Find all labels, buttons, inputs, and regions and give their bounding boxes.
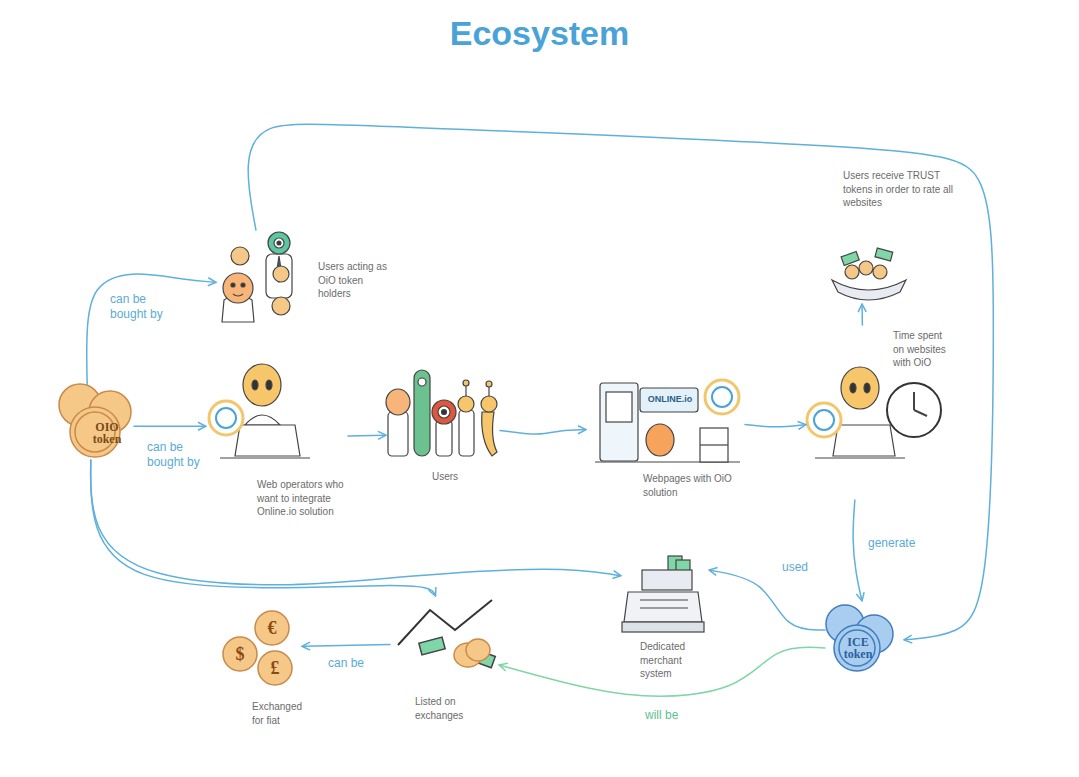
currency-symbol: £ bbox=[265, 658, 285, 678]
screen-logo: ONLINE.io bbox=[644, 394, 696, 404]
users-node: Users bbox=[385, 368, 500, 488]
currency-symbol: € bbox=[262, 618, 282, 638]
flow-arrow bbox=[745, 424, 805, 426]
trust-node: Users receive TRUST tokens in order to r… bbox=[820, 165, 965, 305]
edge-label: generate bbox=[866, 536, 917, 551]
flow-arrow bbox=[134, 425, 205, 427]
webpages-node: Webpages with OiO solution bbox=[585, 375, 745, 505]
node-caption: Listed on exchanges bbox=[415, 695, 495, 722]
node-caption: Users acting as OiO token holders bbox=[318, 260, 390, 301]
token-node: OIO token bbox=[62, 385, 134, 460]
node-caption: Time spent on websites with OiO bbox=[893, 329, 953, 370]
token-holders bbox=[222, 232, 292, 322]
flow-arrow bbox=[248, 124, 993, 639]
fiat-node: Exchanged for fiat bbox=[215, 605, 303, 730]
node-caption: Users bbox=[432, 470, 458, 484]
merchant-register bbox=[622, 556, 704, 632]
node-caption: ICE token bbox=[834, 636, 882, 660]
users-group bbox=[386, 370, 497, 456]
node-caption: Dedicated merchant system bbox=[640, 640, 706, 681]
edge-label: used bbox=[780, 560, 810, 575]
holders-node: Users acting as OiO token holders bbox=[215, 230, 393, 325]
flow-arrow bbox=[500, 430, 585, 434]
flow-arrow bbox=[91, 460, 435, 595]
ice-coins bbox=[826, 605, 893, 671]
node-caption: OIO token bbox=[83, 421, 131, 445]
edge-label: can be bbox=[326, 656, 366, 671]
edge-label: can be bought by bbox=[108, 292, 176, 322]
flow-arrow bbox=[853, 500, 862, 600]
trust-tray bbox=[832, 248, 906, 300]
exchange-chart bbox=[398, 600, 495, 668]
flow-arrow bbox=[861, 305, 863, 325]
edge-label: can be bought by bbox=[145, 440, 213, 470]
node-caption: Users receive TRUST tokens in order to r… bbox=[843, 169, 961, 210]
currency-symbol: $ bbox=[230, 644, 250, 664]
fiat-coins bbox=[223, 611, 292, 685]
flow-arrow bbox=[303, 644, 390, 646]
flow-arrow bbox=[91, 460, 620, 585]
oio-coins bbox=[59, 384, 131, 457]
time-node: Time spent on websites with OiO bbox=[805, 325, 956, 500]
webpages bbox=[595, 380, 740, 462]
web-operator bbox=[209, 364, 310, 458]
node-caption: Exchanged for fiat bbox=[252, 700, 300, 727]
node-caption: Webpages with OiO solution bbox=[643, 472, 735, 499]
exchange-node: Listed on exchanges bbox=[390, 595, 500, 725]
operator-node: Web operators who want to integrate Onli… bbox=[205, 360, 348, 522]
node-caption: Web operators who want to integrate Onli… bbox=[257, 478, 345, 519]
edge-label: will be bbox=[643, 708, 680, 723]
time-spent bbox=[807, 367, 941, 458]
ice-node: ICE token bbox=[825, 600, 905, 675]
merchant-node: Dedicated merchant system bbox=[620, 550, 710, 685]
flow-arrow bbox=[348, 434, 385, 436]
flow-arrow bbox=[710, 570, 825, 630]
flow-arrow bbox=[87, 274, 215, 385]
diagram-title: Ecosystem bbox=[0, 14, 1079, 53]
